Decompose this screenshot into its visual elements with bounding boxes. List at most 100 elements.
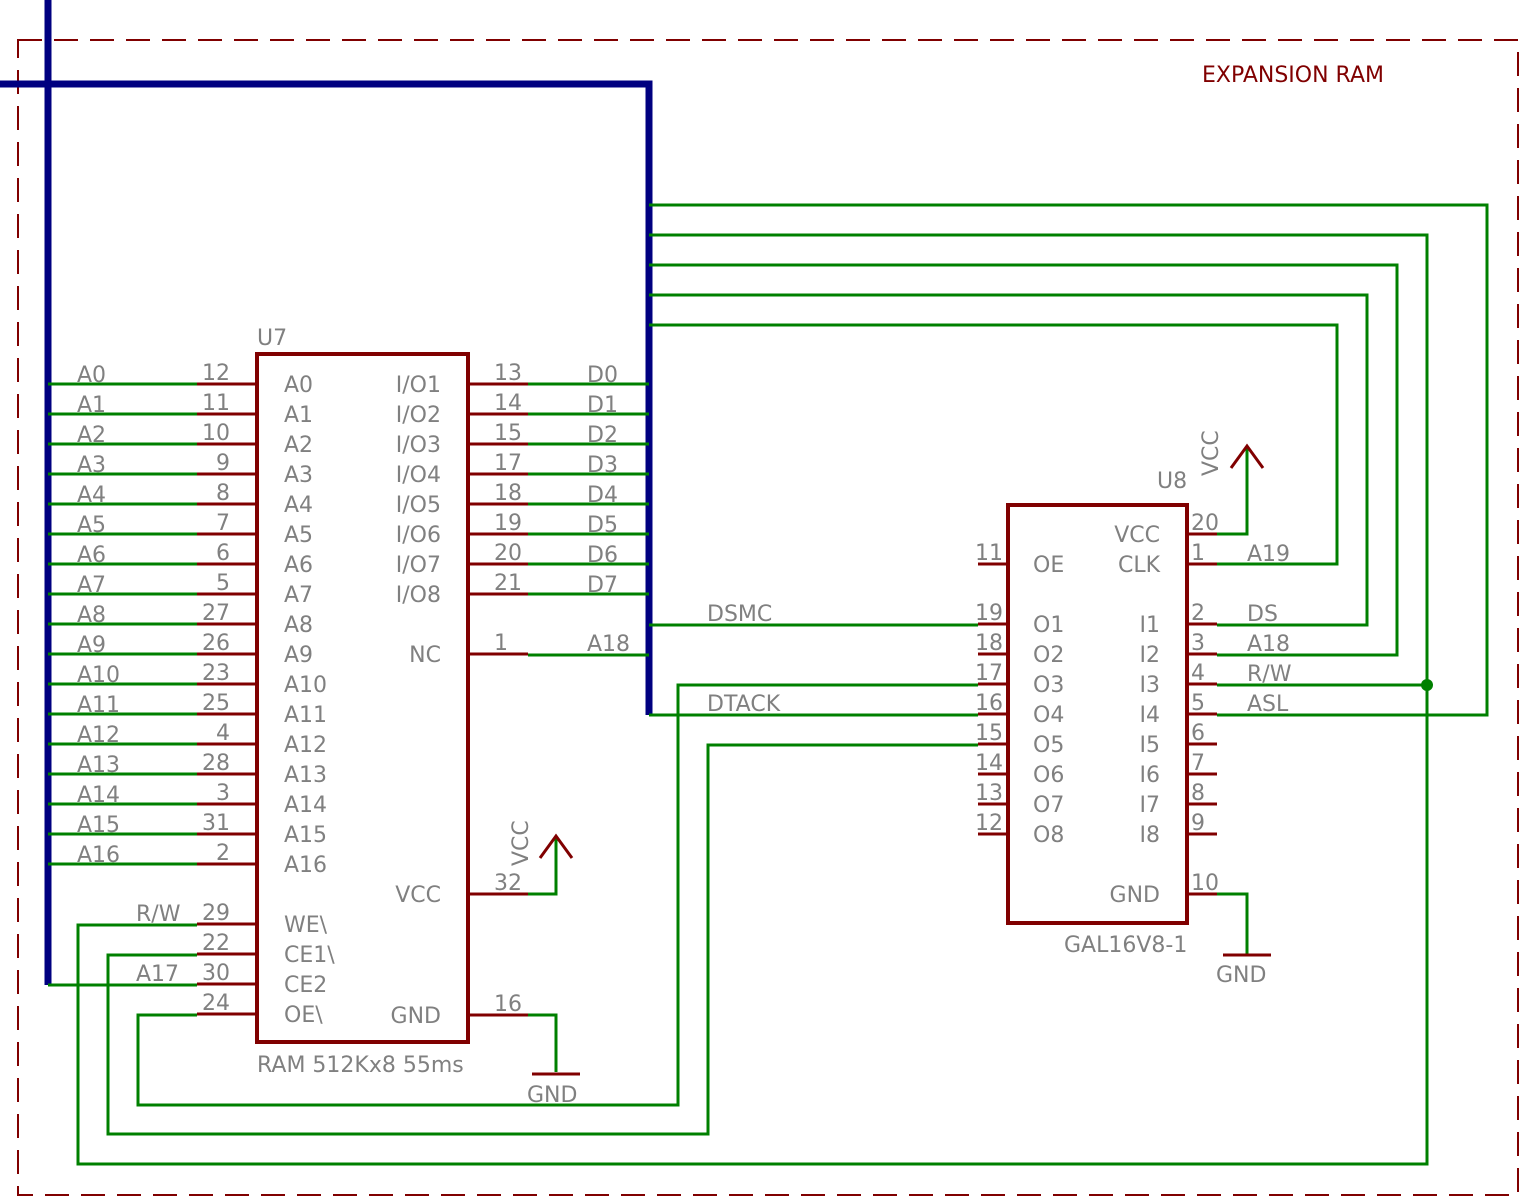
pin-name: OE	[1033, 553, 1064, 578]
pin-number: 18	[975, 631, 1003, 656]
pin-name: A4	[284, 493, 313, 518]
u8-value: GAL16V8-1	[1064, 933, 1187, 958]
pin-name: A8	[284, 613, 313, 638]
net-label-asl: ASL	[1247, 692, 1289, 717]
pin-number: 12	[975, 811, 1003, 836]
pin-number: 11	[202, 391, 230, 416]
wire-a18-gal	[649, 263, 1399, 657]
pin-number: 2	[216, 841, 230, 866]
net-label-d4: D4	[587, 483, 618, 508]
pin-name: A1	[284, 403, 313, 428]
net-label-a18-ram: A18	[587, 632, 630, 657]
pin-number: 5	[216, 571, 230, 596]
pin-name: CLK	[1118, 553, 1161, 578]
pin-number: 19	[494, 511, 522, 536]
u7-value: RAM 512Kx8 55ms	[257, 1053, 464, 1078]
pin-name: I5	[1140, 733, 1161, 758]
pin-number: 15	[494, 421, 522, 446]
net-label-a9: A9	[77, 633, 106, 658]
u7-reference: U7	[257, 326, 287, 351]
pin-name: O5	[1033, 733, 1064, 758]
pin-name: A9	[284, 643, 313, 668]
wire-asl	[649, 203, 1489, 717]
net-label-a10: A10	[77, 663, 120, 688]
pin-name: I1	[1140, 613, 1161, 638]
net-label-a14: A14	[77, 783, 120, 808]
pin-number: 24	[202, 991, 230, 1016]
pin-number: 18	[494, 481, 522, 506]
net-label-a13: A13	[77, 753, 120, 778]
net-label-d6: D6	[587, 543, 618, 568]
net-label-d7: D7	[587, 573, 618, 598]
u7-body	[255, 352, 470, 1044]
pin-name: A15	[284, 823, 327, 848]
pin-number: 32	[494, 871, 522, 896]
pin-name: A3	[284, 463, 313, 488]
pin-number: 14	[975, 751, 1003, 776]
u8-gnd-symbol: GND	[1216, 892, 1271, 988]
pin-name: I/O3	[396, 433, 441, 458]
pin-name: I8	[1140, 823, 1161, 848]
pin-number: 30	[202, 961, 230, 986]
wire-rw-we	[76, 685, 1429, 1166]
pin-number: 16	[975, 691, 1003, 716]
pin-number: 22	[202, 931, 230, 956]
net-labels: DSMC DTACK A19 DS A18 R/W ASL A18 R/W A1…	[136, 542, 1292, 987]
u7-vcc-symbol: VCC	[509, 820, 574, 896]
pin-number: 15	[975, 721, 1003, 746]
pin-name: OE\	[284, 1003, 323, 1028]
pin-number: 13	[494, 361, 522, 386]
net-label-a12: A12	[77, 723, 120, 748]
pin-name: A13	[284, 763, 327, 788]
net-label-a19: A19	[1247, 542, 1290, 567]
net-label-d5: D5	[587, 513, 618, 538]
net-label-ds: DS	[1247, 602, 1278, 627]
pin-number: 13	[975, 781, 1003, 806]
net-label-a8: A8	[77, 603, 106, 628]
u7-pin-29: WE\29	[197, 901, 328, 938]
u7-pin-22: CE1\22	[197, 931, 335, 968]
pin-name: O3	[1033, 673, 1064, 698]
pin-name: I7	[1140, 793, 1161, 818]
net-label-a15: A15	[77, 813, 120, 838]
pin-number: 4	[216, 721, 230, 746]
net-label-a0: A0	[77, 363, 106, 388]
pin-number: 20	[494, 541, 522, 566]
net-label-d1: D1	[587, 393, 618, 418]
pin-name: O1	[1033, 613, 1064, 638]
net-label-rw-ram: R/W	[136, 902, 181, 927]
pin-number: 17	[494, 451, 522, 476]
rw-junction	[1421, 679, 1433, 691]
net-label-a16: A16	[77, 843, 120, 868]
pin-name: A16	[284, 853, 327, 878]
net-label-dsmc: DSMC	[707, 602, 772, 627]
net-label-d0: D0	[587, 363, 618, 388]
u8-vcc-label: VCC	[1199, 430, 1224, 476]
wire-rw-bus	[649, 233, 1429, 685]
pin-number: 21	[494, 571, 522, 596]
net-label-a3: A3	[77, 453, 106, 478]
pin-name: A2	[284, 433, 313, 458]
